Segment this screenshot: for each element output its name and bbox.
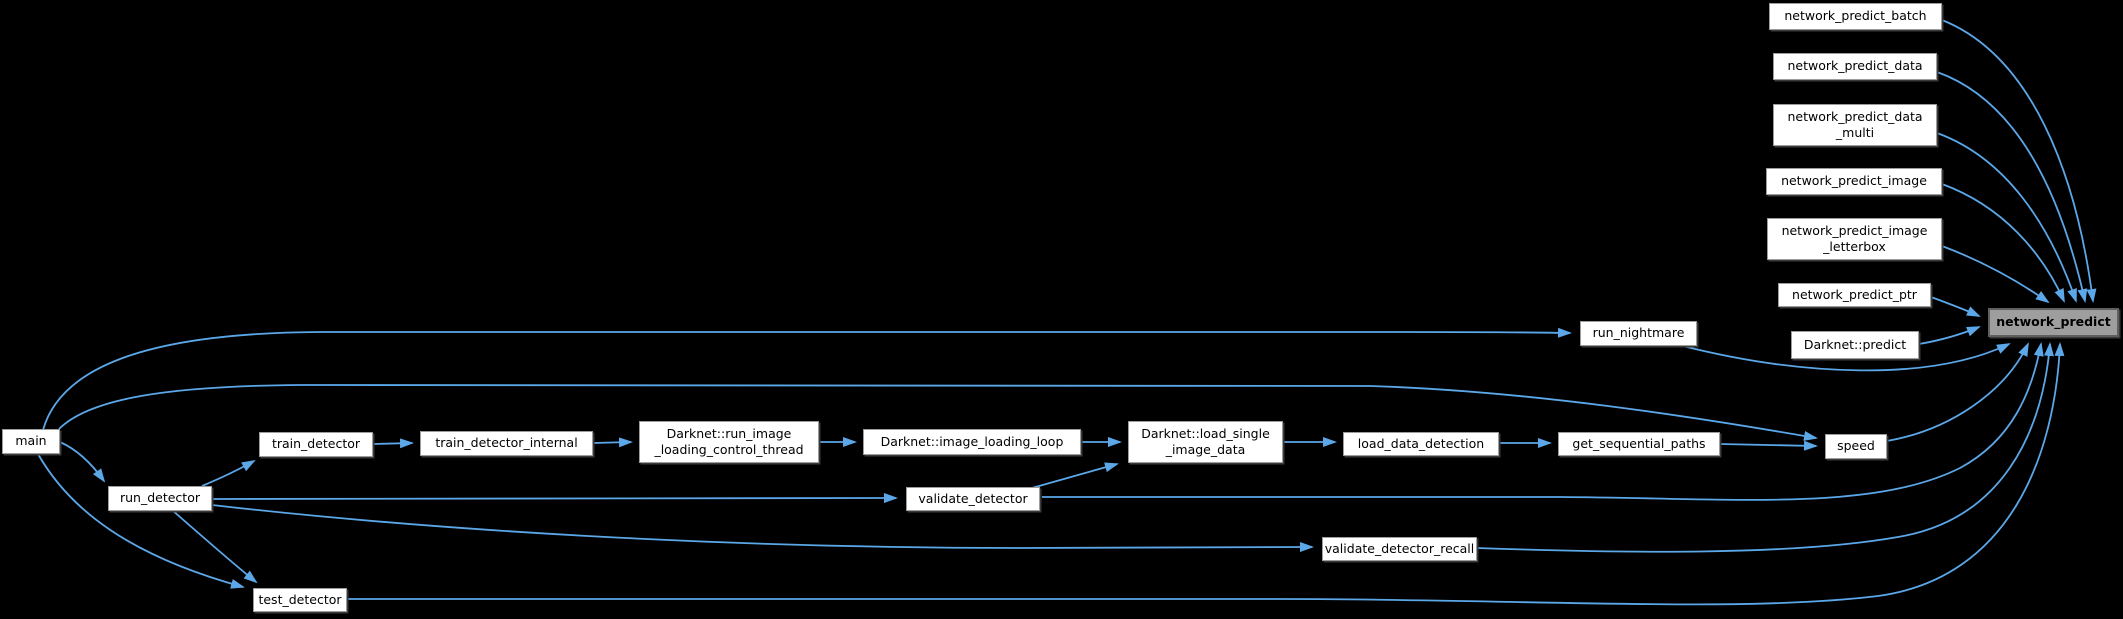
node-validate_detector[interactable]: validate_detector — [906, 487, 1040, 511]
edge-train_detector-train_detector_internal — [372, 438, 414, 449]
node-network_predict_image[interactable]: network_predict_image — [1766, 168, 1942, 195]
edge-main-run_nightmare — [42, 327, 1572, 431]
node-network_predict_image_letterbox[interactable]: network_predict_image _letterbox — [1767, 218, 1942, 260]
node-run_nightmare[interactable]: run_nightmare — [1580, 321, 1697, 346]
edge-speed-network_predict — [1886, 342, 2029, 442]
edge-network_predict_data-network_predict — [1936, 71, 2088, 303]
edge-network_predict_data_multi-network_predict — [1936, 132, 2077, 303]
node-speed[interactable]: speed — [1825, 434, 1887, 459]
edge-validate_detector_recall-network_predict — [1476, 342, 2054, 553]
edge-validate_detector-load_single_image_data — [1031, 462, 1119, 489]
edge-validate_detector-network_predict — [1042, 342, 2044, 501]
edge-main-run_detector — [59, 441, 106, 483]
edge-network_predict_ptr-network_predict — [1930, 296, 1981, 317]
node-network_predict_data_multi[interactable]: network_predict_data _multi — [1773, 104, 1937, 146]
edge-main-test_detector — [37, 453, 245, 589]
node-run_image_loading_control_thread[interactable]: Darknet::run_image _loading_control_thre… — [639, 421, 819, 463]
edge-train_detector_internal-run_image_loading_control_thread — [592, 437, 633, 448]
node-load_single_image_data[interactable]: Darknet::load_single _image_data — [1128, 421, 1283, 463]
edge-network_predict_batch-network_predict — [1941, 19, 2097, 303]
edge-darknet_predict-network_predict — [1918, 326, 1981, 345]
node-load_data_detection[interactable]: load_data_detection — [1343, 432, 1499, 456]
edge-run_detector-test_detector — [171, 509, 258, 584]
node-test_detector[interactable]: test_detector — [253, 588, 347, 612]
node-network_predict_batch[interactable]: network_predict_batch — [1769, 3, 1942, 30]
node-main[interactable]: main — [2, 429, 60, 454]
node-validate_detector_recall[interactable]: validate_detector_recall — [1322, 537, 1477, 561]
node-train_detector_internal[interactable]: train_detector_internal — [420, 431, 593, 456]
node-run_detector[interactable]: run_detector — [108, 486, 212, 511]
edge-run_detector-validate_detector_recall — [211, 504, 1314, 553]
edge-test_detector-network_predict — [347, 342, 2065, 606]
node-network_predict_data[interactable]: network_predict_data — [1773, 53, 1937, 80]
node-network_predict-highlighted: network_predict — [1988, 308, 2119, 337]
edge-get_sequential_paths-speed — [1719, 440, 1818, 451]
edge-run_detector-train_detector — [201, 460, 256, 487]
edge-main-speed — [58, 384, 1818, 441]
edge-network_predict_image_letterbox-network_predict — [1941, 245, 2050, 304]
node-image_loading_loop[interactable]: Darknet::image_loading_loop — [863, 429, 1081, 455]
node-train_detector[interactable]: train_detector — [259, 432, 373, 457]
edge-run_detector-validate_detector — [211, 493, 898, 504]
edge-run_nightmare-network_predict — [1678, 343, 2011, 372]
node-get_sequential_paths[interactable]: get_sequential_paths — [1558, 432, 1720, 456]
node-network_predict_ptr[interactable]: network_predict_ptr — [1778, 283, 1931, 307]
node-darknet_predict[interactable]: Darknet::predict — [1791, 331, 1919, 359]
edge-network_predict_image-network_predict — [1941, 183, 2065, 303]
